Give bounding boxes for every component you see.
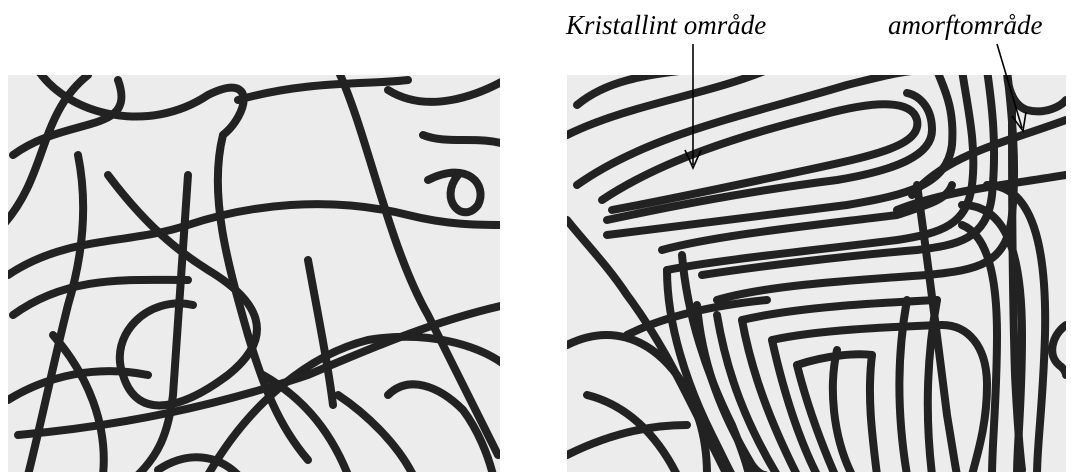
semicrystalline-polymer-panel [567, 75, 1066, 472]
polymer-chain [428, 173, 481, 213]
polymer-chain [53, 335, 104, 472]
polymer-chain [338, 75, 498, 455]
semicrystalline-chains-drawing [567, 75, 1066, 472]
amorphous-polymer-panel [8, 75, 500, 472]
polymer-chain [338, 395, 413, 472]
amorphous-region-label: amorftområde [888, 12, 1043, 39]
polymer-chain [567, 335, 707, 472]
polymer-chain [423, 135, 500, 145]
polymer-chain [1052, 325, 1066, 375]
polymer-chain [870, 355, 877, 472]
crystalline-region-label: Kristallint område [566, 12, 766, 39]
polymer-chain [567, 425, 687, 455]
polymer-chain [1007, 75, 1066, 111]
polymer-chain [218, 135, 308, 460]
polymer-chain [158, 457, 238, 472]
amorphous-chains-drawing [8, 75, 500, 472]
polymer-chain [833, 350, 852, 472]
polymer-chain [772, 325, 942, 340]
polymer-chain [308, 260, 333, 405]
polymer-chain [238, 80, 408, 100]
polymer-chain [567, 75, 767, 135]
polymer-chain [900, 300, 908, 472]
polymer-chain [28, 155, 83, 472]
